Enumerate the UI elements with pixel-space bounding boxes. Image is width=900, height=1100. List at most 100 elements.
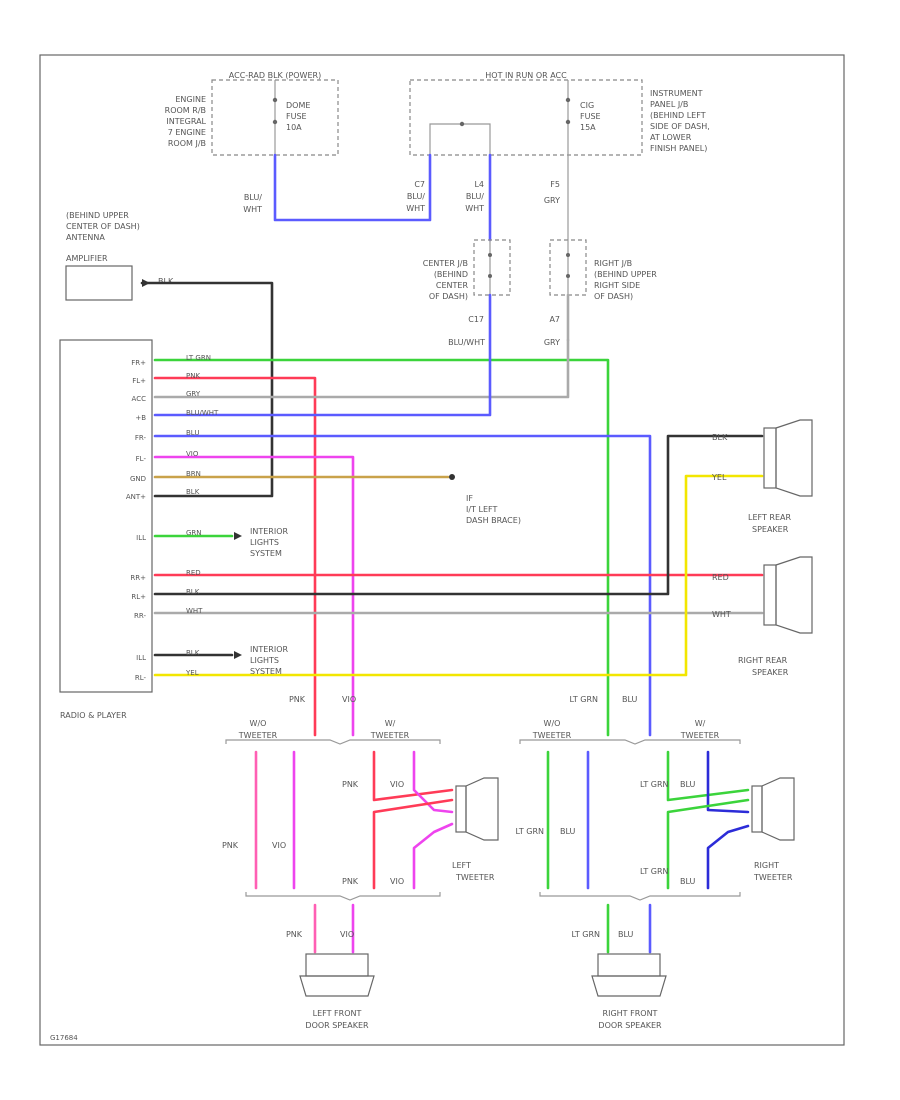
radio-pin-label: RR- <box>134 612 146 620</box>
left-w-vio-label-bottom: VIO <box>390 877 404 886</box>
right-out-pin: A7 <box>549 315 560 324</box>
svg-text:LIGHTS: LIGHTS <box>250 538 279 547</box>
left-w-pnk-top <box>372 750 454 802</box>
svg-text:FINISH PANEL): FINISH PANEL) <box>650 144 707 153</box>
left-tweeter-label: LEFT TWEETER <box>452 861 495 882</box>
svg-text:RIGHT REAR: RIGHT REAR <box>738 656 788 665</box>
radio-player-label: RADIO & PLAYER <box>60 711 127 720</box>
antenna-wire-label: BLK <box>158 277 174 286</box>
left-wo-tweeter-label: W/O TWEETER <box>238 719 278 740</box>
svg-text:SYSTEM: SYSTEM <box>250 549 282 558</box>
svg-text:L4: L4 <box>474 180 484 189</box>
left-wo-pnk-label: PNK <box>222 841 239 850</box>
center-jb-label: CENTER J/B (BEHIND CENTER OF DASH) <box>423 259 469 301</box>
svg-text:15A: 15A <box>580 123 596 132</box>
svg-text:(BEHIND LEFT: (BEHIND LEFT <box>650 111 706 120</box>
wire-layer <box>140 279 764 954</box>
svg-text:DOOR SPEAKER: DOOR SPEAKER <box>598 1021 662 1030</box>
svg-text:BLU/: BLU/ <box>407 192 425 201</box>
right-w-blu-bottom <box>706 824 750 890</box>
left-rear-speaker-label: LEFT REAR SPEAKER <box>748 513 791 534</box>
radio-pin-label: ILL <box>136 654 146 662</box>
ill-arrow-icon-upper <box>234 532 242 540</box>
svg-text:F5: F5 <box>550 180 560 189</box>
ground-ref: IF <box>466 494 473 503</box>
right-fuse-block-location: INSTRUMENT PANEL J/B (BEHIND LEFT SIDE O… <box>650 89 710 153</box>
l4-wire-label: L4 BLU/ WHT <box>465 180 484 213</box>
right-option-bracket <box>519 739 741 745</box>
radio-wire-color-label: BLK <box>186 588 200 596</box>
left-tweeter-icon <box>455 777 499 841</box>
ill-arrow-icon-lower <box>234 651 242 659</box>
radio-pin-label: FL- <box>136 455 147 463</box>
radio-pin-label: FR+ <box>131 359 146 367</box>
center-jb-switch-icon <box>488 240 492 295</box>
right-w-blu-label-top: BLU <box>680 780 696 789</box>
center-out-wire-label: BLU/WHT <box>448 338 485 347</box>
svg-text:RIGHT FRONT: RIGHT FRONT <box>603 1009 658 1018</box>
left-front-vio-label: VIO <box>342 695 356 704</box>
ground-point-icon <box>449 474 455 480</box>
right-rear-wire1-label: RED <box>712 573 729 582</box>
f5-wire-label: F5 GRY <box>544 180 560 205</box>
radio-wire-color-label: BLK <box>186 649 200 657</box>
svg-text:(BEHIND UPPER: (BEHIND UPPER <box>594 270 657 279</box>
svg-text:DOME: DOME <box>286 101 310 110</box>
svg-text:(BEHIND: (BEHIND <box>434 270 468 279</box>
svg-text:7 ENGINE: 7 ENGINE <box>168 128 206 137</box>
left-fuse-block-title: ACC-RAD BLK (POWER) <box>229 71 321 80</box>
radio-wire-color-label: LT GRN <box>186 354 211 362</box>
svg-text:LEFT REAR: LEFT REAR <box>748 513 791 522</box>
fl-plus-pnk-wire <box>153 376 317 737</box>
svg-text:WHT: WHT <box>465 204 484 213</box>
diagram-frame <box>39 54 845 1046</box>
svg-text:INTEGRAL: INTEGRAL <box>166 117 206 126</box>
svg-text:OF DASH): OF DASH) <box>429 292 468 301</box>
radio-wire-color-label: BLU/WHT <box>186 409 219 417</box>
svg-text:TWEETER: TWEETER <box>532 731 572 740</box>
right-fuse-block <box>409 79 643 156</box>
radio-wire-color-label: RED <box>186 569 201 577</box>
radio-wire-color-label: VIO <box>186 450 199 458</box>
left-rear-speaker-icon <box>763 419 813 497</box>
radio-pin-label: FR- <box>135 434 147 442</box>
radio-pin-label: RR+ <box>130 574 146 582</box>
c7-wire-label: C7 BLU/ WHT <box>406 180 425 213</box>
svg-text:CENTER: CENTER <box>436 281 469 290</box>
radio-pin-label: ILL <box>136 534 146 542</box>
right-w-blu-top <box>706 750 750 814</box>
right-fuse-block-title: HOT IN RUN OR ACC <box>485 71 567 80</box>
left-wo-vio-label: VIO <box>272 841 286 850</box>
left-fuse-block-location: ENGINE ROOM R/B INTEGRAL 7 ENGINE ROOM J… <box>165 95 207 148</box>
radio-pin-label: GND <box>130 475 146 483</box>
svg-text:SIDE OF DASH,: SIDE OF DASH, <box>650 122 710 131</box>
svg-text:LEFT FRONT: LEFT FRONT <box>313 1009 362 1018</box>
svg-text:TWEETER: TWEETER <box>753 873 793 882</box>
left-w-vio-top <box>412 750 454 814</box>
right-jb-switch-icon <box>566 240 570 295</box>
svg-text:OF DASH): OF DASH) <box>594 292 633 301</box>
left-option-bracket <box>225 739 441 745</box>
right-door-ltgrn-label: LT GRN <box>571 930 600 939</box>
right-jb-label: RIGHT J/B (BEHIND UPPER RIGHT SIDE OF DA… <box>594 259 657 301</box>
svg-text:C7: C7 <box>414 180 425 189</box>
svg-text:10A: 10A <box>286 123 302 132</box>
left-w-pnk-label-top: PNK <box>342 780 359 789</box>
antenna-arrow-icon <box>142 279 150 287</box>
dome-fuse-icon <box>272 80 278 155</box>
svg-text:DASH BRACE): DASH BRACE) <box>466 516 521 525</box>
left-door-pnk-label: PNK <box>286 930 303 939</box>
svg-text:WHT: WHT <box>406 204 425 213</box>
right-merge-bracket <box>539 892 741 901</box>
cig-fuse-icon <box>429 80 571 155</box>
svg-text:INSTRUMENT: INSTRUMENT <box>650 89 703 98</box>
fr-plus-ltgrn-wire <box>153 358 610 737</box>
left-w-vio-label-top: VIO <box>390 780 404 789</box>
antenna-amplifier-label: AMPLIFIER <box>66 254 108 263</box>
left-front-pnk-label: PNK <box>289 695 306 704</box>
right-rear-speaker-icon <box>763 556 813 634</box>
fl-minus-vio-wire <box>153 455 355 737</box>
radio-pin-label: RL+ <box>131 593 146 601</box>
svg-text:GRY: GRY <box>544 196 560 205</box>
